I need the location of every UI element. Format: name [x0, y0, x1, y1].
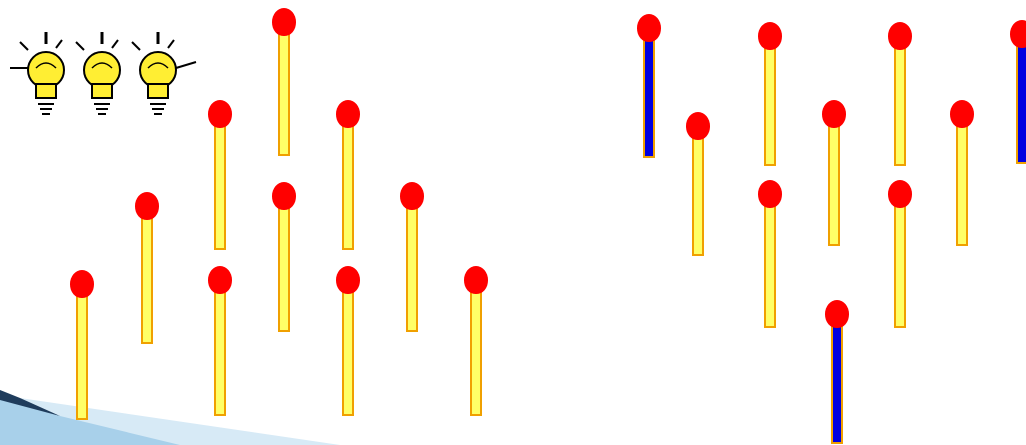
- matchstick-head: [400, 182, 424, 210]
- idea-bulb-icon: [10, 32, 65, 115]
- matchstick-stick: [278, 202, 290, 332]
- matchstick[interactable]: [950, 100, 974, 246]
- matchstick-head: [208, 266, 232, 294]
- matchstick-stick: [956, 120, 968, 246]
- highlighted-matchstick[interactable]: [825, 300, 849, 444]
- matchstick-stick: [828, 120, 840, 246]
- matchstick-head: [888, 180, 912, 208]
- matchstick-head: [825, 300, 849, 328]
- matchstick[interactable]: [135, 192, 159, 344]
- matchstick-stick: [470, 286, 482, 416]
- matchstick[interactable]: [888, 22, 912, 166]
- matchstick[interactable]: [758, 22, 782, 166]
- matchstick-head: [822, 100, 846, 128]
- matchstick[interactable]: [822, 100, 846, 246]
- matchstick-stick: [894, 200, 906, 328]
- matchstick-stick: [692, 132, 704, 256]
- matchstick-head: [272, 182, 296, 210]
- highlighted-matchstick[interactable]: [637, 14, 661, 158]
- matchstick[interactable]: [336, 266, 360, 416]
- matchstick[interactable]: [208, 266, 232, 416]
- matchstick-stick: [1016, 40, 1026, 164]
- matchstick-head: [686, 112, 710, 140]
- highlighted-matchstick[interactable]: [1010, 20, 1026, 164]
- matchstick[interactable]: [888, 180, 912, 328]
- matchstick-stick: [278, 28, 290, 156]
- matchstick-head: [637, 14, 661, 42]
- matchstick-stick: [76, 290, 88, 420]
- matchstick-stick: [831, 320, 843, 444]
- matchstick[interactable]: [464, 266, 488, 416]
- matchstick[interactable]: [70, 270, 94, 420]
- idea-bulb-icon: [75, 32, 121, 115]
- matchstick-stick: [764, 200, 776, 328]
- matchstick-stick: [643, 34, 655, 158]
- matchstick-head: [135, 192, 159, 220]
- matchstick-stick: [342, 286, 354, 416]
- corner-ribbon-decoration: [0, 390, 340, 445]
- matchstick-head: [272, 8, 296, 36]
- matchstick-head: [888, 22, 912, 50]
- matchstick[interactable]: [758, 180, 782, 328]
- matchstick-stick: [894, 42, 906, 166]
- matchstick-stick: [406, 202, 418, 332]
- matchstick-head: [70, 270, 94, 298]
- matchstick-head: [1010, 20, 1026, 48]
- matchstick-stick: [214, 120, 226, 250]
- matchstick[interactable]: [686, 112, 710, 256]
- matchstick[interactable]: [400, 182, 424, 332]
- idea-bulb-icon: [131, 32, 197, 115]
- matchstick-head: [464, 266, 488, 294]
- matchstick-stick: [141, 212, 153, 344]
- matchstick-stick: [214, 286, 226, 416]
- matchstick-stick: [342, 120, 354, 250]
- idea-bulbs-group: [10, 32, 197, 115]
- matchstick-head: [336, 100, 360, 128]
- matchstick[interactable]: [272, 182, 296, 332]
- matchstick-head: [758, 22, 782, 50]
- matchstick-stick: [764, 42, 776, 166]
- matchstick-head: [758, 180, 782, 208]
- matchstick-head: [336, 266, 360, 294]
- matchstick[interactable]: [208, 100, 232, 250]
- matchstick-head: [208, 100, 232, 128]
- matchstick[interactable]: [336, 100, 360, 250]
- matchstick-head: [950, 100, 974, 128]
- matchstick[interactable]: [272, 8, 296, 156]
